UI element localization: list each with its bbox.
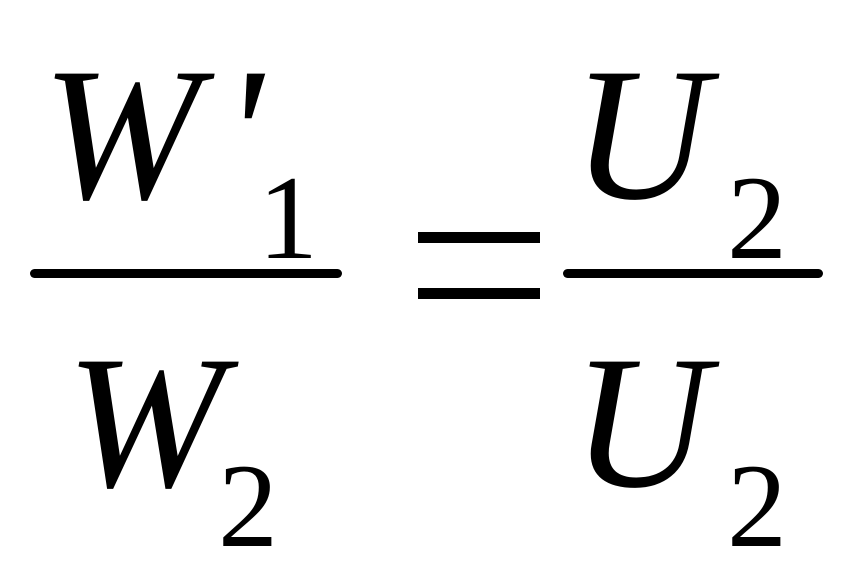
right-denominator-subscript: 2 bbox=[727, 439, 787, 572]
left-numerator-subscript: 1 bbox=[258, 151, 318, 284]
equals-bottom-bar bbox=[418, 288, 540, 299]
right-numerator-subscript: 2 bbox=[727, 151, 787, 284]
left-numerator-prime: ' bbox=[222, 30, 263, 240]
right-numerator-symbol: U bbox=[572, 30, 710, 240]
equals-top-bar bbox=[418, 232, 540, 243]
right-denominator-symbol: U bbox=[572, 318, 710, 528]
left-fraction-bar bbox=[30, 269, 342, 278]
left-denominator-subscript: 2 bbox=[218, 439, 278, 572]
left-denominator-symbol: W bbox=[66, 318, 225, 528]
right-fraction-bar bbox=[563, 269, 823, 278]
left-numerator-symbol: W bbox=[42, 30, 201, 240]
